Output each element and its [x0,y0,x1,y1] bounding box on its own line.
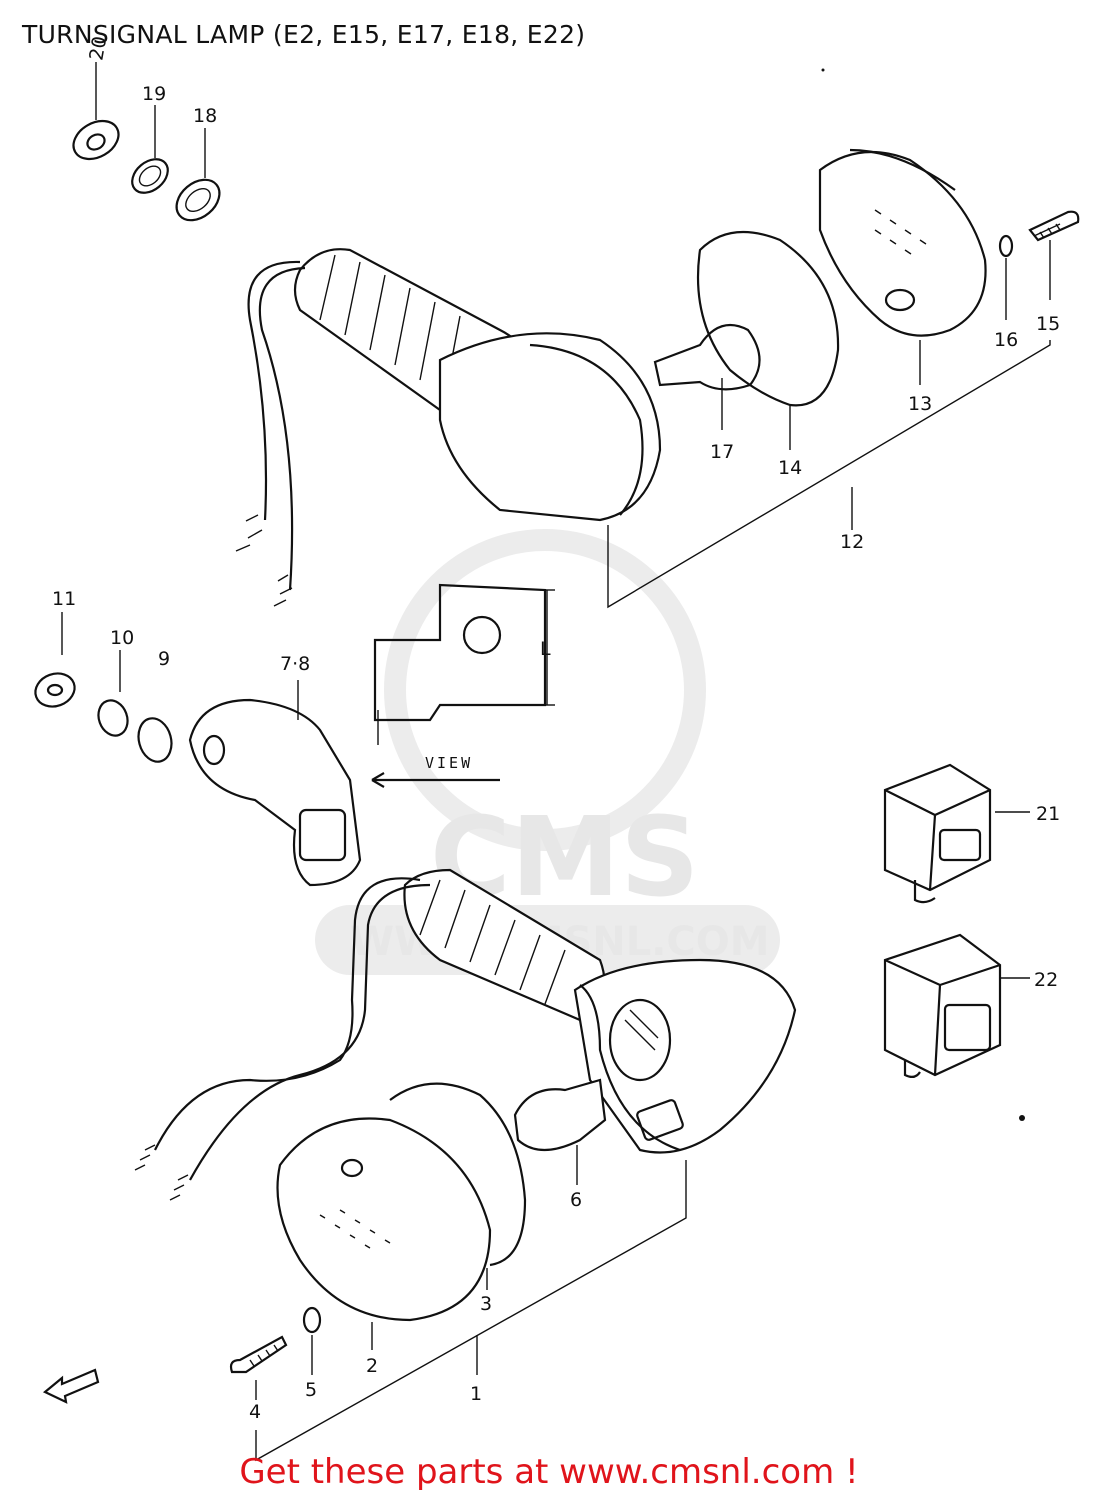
label-part-13[interactable]: 13 [908,393,932,415]
label-part-11[interactable]: 11 [52,588,76,610]
label-part-15[interactable]: 15 [1036,313,1060,335]
footer-link[interactable]: Get these parts at www.cmsnl.com ! [239,1452,859,1492]
label-part-19[interactable]: 19 [142,83,166,105]
lens-part-2[interactable] [276,1117,492,1350]
label-part-5[interactable]: 5 [305,1379,317,1401]
relay-part-21[interactable] [883,763,1030,904]
gasket-part-14[interactable] [696,230,840,450]
washer-part-16[interactable] [998,234,1014,320]
assembly-bracket-1 [255,1160,687,1462]
label-part-14[interactable]: 14 [778,457,802,479]
label-part-12[interactable]: 12 [840,531,864,553]
washer-part-10[interactable] [94,650,133,740]
dimension-label: L [540,638,551,660]
diagram-title: TURNSIGNAL LAMP (E2, E15, E17, E18, E22) [22,20,586,49]
washer-part-5[interactable] [302,1306,322,1375]
label-part-3[interactable]: 3 [480,1293,492,1315]
upper-lamp-housing[interactable] [235,248,662,607]
part-number-labels: 20 19 18 15 16 13 17 14 12 11 10 9 7·8 2… [52,34,1060,1423]
washer-part-9[interactable] [134,715,176,766]
label-part-21[interactable]: 21 [1036,803,1060,825]
screw-part-15[interactable] [1028,210,1080,300]
view-detail: L VIEW [371,583,555,788]
washer-part-18[interactable] [169,128,228,228]
label-part-4[interactable]: 4 [249,1401,261,1423]
gasket-part-3[interactable] [389,1082,527,1290]
bulb-part-6[interactable] [513,1078,607,1185]
label-part-9[interactable]: 9 [158,648,170,670]
label-part-1[interactable]: 1 [470,1383,482,1405]
nut-part-20[interactable] [67,62,126,167]
label-part-7-8[interactable]: 7·8 [280,653,310,675]
label-part-16[interactable]: 16 [994,329,1018,351]
label-part-18[interactable]: 18 [193,105,217,127]
lens-part-13[interactable] [818,148,987,385]
front-arrow-icon [42,1368,100,1404]
label-part-20[interactable]: 20 [85,34,111,62]
label-part-10[interactable]: 10 [110,627,134,649]
label-part-6[interactable]: 6 [570,1189,582,1211]
lower-lamp-housing[interactable] [134,868,797,1201]
label-part-2[interactable]: 2 [366,1355,378,1377]
nut-part-11[interactable] [31,612,80,712]
relay-part-22[interactable] [883,933,1030,1079]
assembly-bracket-12 [607,340,1051,609]
label-part-17[interactable]: 17 [710,441,734,463]
view-label: VIEW [425,754,473,772]
washer-part-19[interactable] [126,105,175,200]
bulb-part-17[interactable] [653,323,761,430]
label-part-22[interactable]: 22 [1034,969,1058,991]
screw-part-4[interactable] [229,1335,288,1400]
bracket-part-7-8[interactable] [188,680,362,887]
